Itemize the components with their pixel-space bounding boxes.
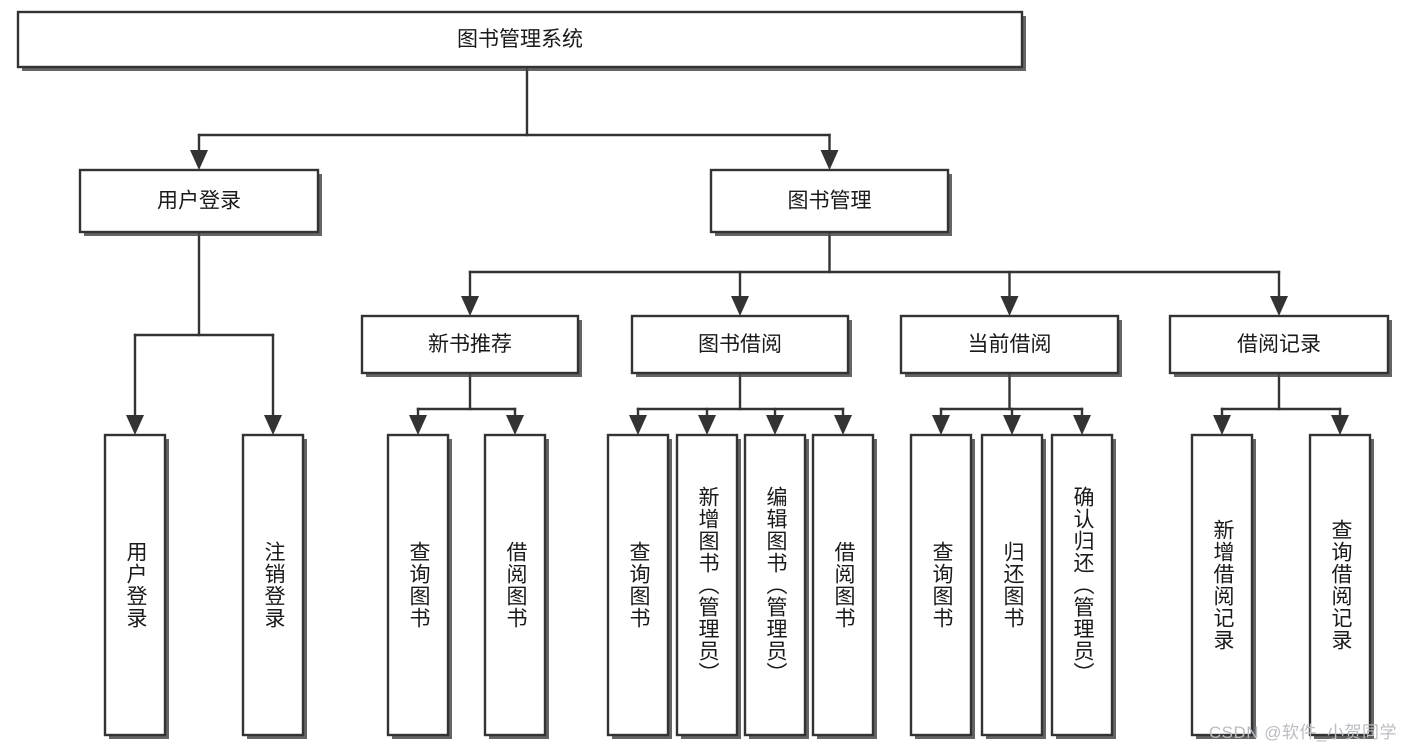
node-box-leaf-add-book[interactable] [675,433,739,737]
arrow-head [461,296,479,316]
node-label-user-login: 用户登录 [157,190,241,213]
node-box-leaf-query-book-borrow[interactable] [606,433,670,737]
node-box-leaf-query-record[interactable] [1308,433,1372,737]
arrow-head [932,415,950,435]
arrow-head [1270,296,1288,316]
arrow-head [1003,415,1021,435]
arrow-head [820,150,839,170]
arrow-head [766,415,784,435]
arrow-head [409,415,427,435]
node-label-new-book-rec: 新书推荐 [428,333,512,356]
node-box-leaf-query-book-cur[interactable] [909,433,973,737]
node-box-borrow-record[interactable] [1168,314,1390,375]
node-box-layer [16,10,1392,739]
node-box-current-borrow[interactable] [899,314,1120,375]
arrow-head [1331,415,1349,435]
arrow-head [698,415,716,435]
node-box-leaf-edit-book[interactable] [743,433,807,737]
node-box-leaf-borrow-book-rec[interactable] [483,433,547,737]
node-box-leaf-confirm-return[interactable] [1050,433,1114,737]
node-label-current-borrow: 当前借阅 [968,333,1052,356]
node-box-root[interactable] [16,10,1024,69]
arrow-head [126,415,144,435]
arrow-head [629,415,647,435]
node-label-book-manage: 图书管理 [788,190,872,213]
node-label-book-borrow: 图书借阅 [698,333,782,356]
node-box-leaf-return-book[interactable] [980,433,1044,737]
node-box-user-login[interactable] [78,168,320,234]
arrow-head [731,296,749,316]
node-box-book-borrow[interactable] [630,314,850,375]
node-label-root: 图书管理系统 [457,28,583,51]
node-label-borrow-record: 借阅记录 [1237,333,1321,356]
node-box-leaf-user-login[interactable] [103,433,167,737]
arrow-head [834,415,852,435]
node-box-leaf-user-logout[interactable] [241,433,305,737]
arrow-head [1213,415,1231,435]
arrow-head [506,415,524,435]
node-box-leaf-query-book-rec[interactable] [386,433,450,737]
node-box-book-manage[interactable] [709,168,950,234]
node-box-leaf-add-record[interactable] [1190,433,1254,737]
arrow-head [264,415,282,435]
arrow-head [190,150,208,170]
node-box-new-book-rec[interactable] [360,314,580,375]
arrow-head [1000,296,1019,316]
connector-layer [126,65,1349,435]
node-box-leaf-borrow-book[interactable] [811,433,875,737]
csdn-watermark: CSDN @软件_小贺同学 [1208,723,1397,742]
arrow-head [1073,415,1091,435]
